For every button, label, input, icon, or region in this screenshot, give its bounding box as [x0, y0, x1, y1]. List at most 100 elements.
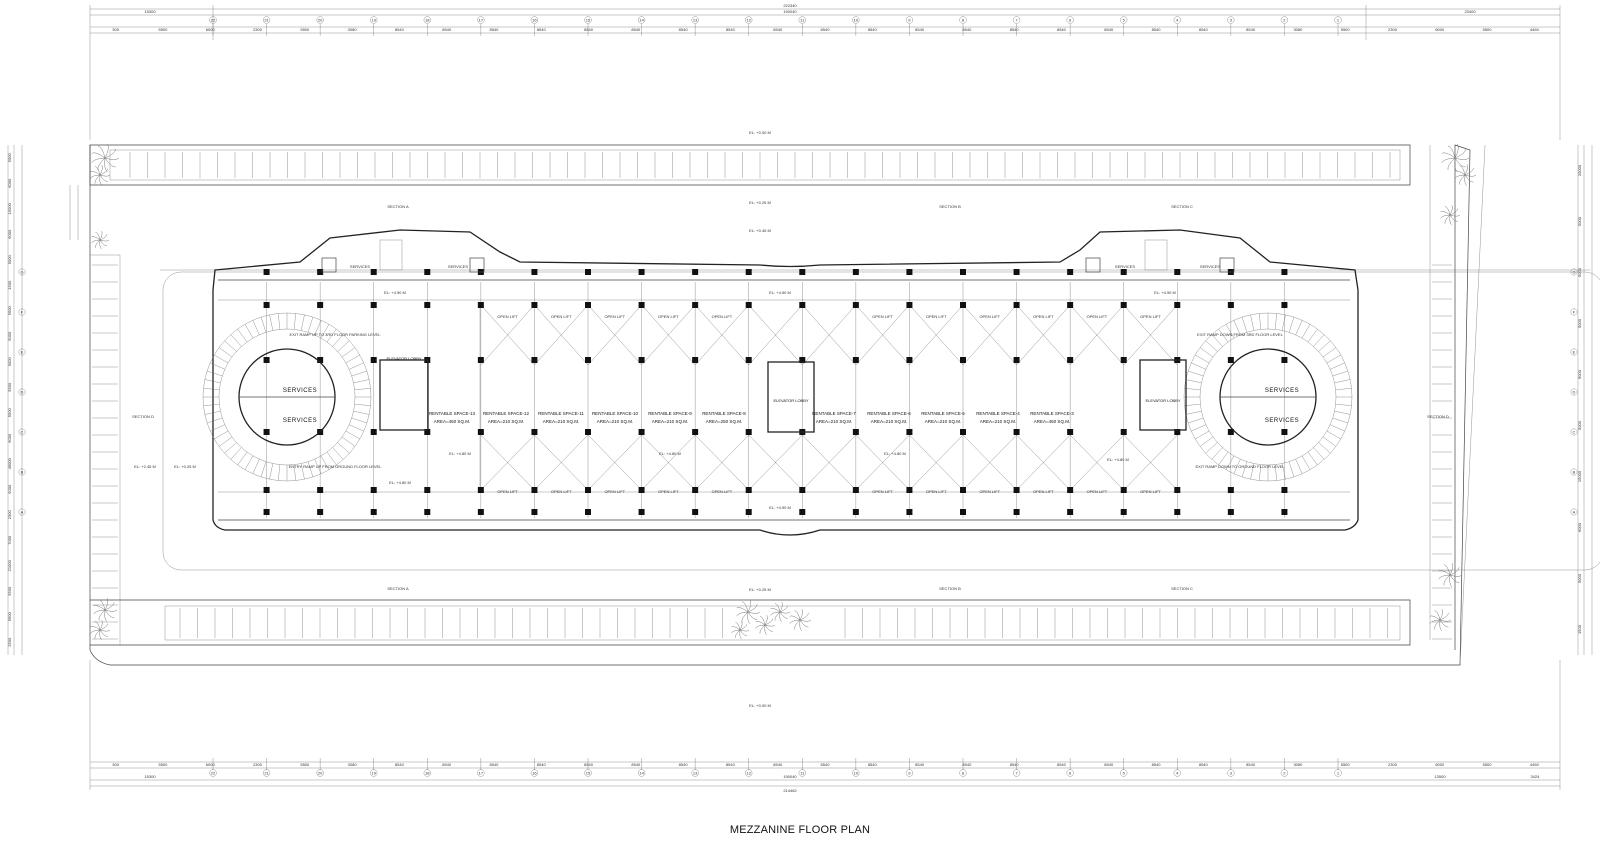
bay-dimension: 2300	[253, 762, 263, 767]
side-dimension: 5500	[7, 408, 12, 418]
row-marker-right: F	[1573, 309, 1576, 314]
bay-dimension: 8540	[726, 762, 736, 767]
bay-marker-bottom: 1	[1337, 770, 1340, 775]
section-d-right: SECTION D	[1427, 414, 1449, 419]
bottom-extra-dim: 3424	[1531, 774, 1541, 779]
open-lift-bottom: OPEN LIFT	[658, 489, 679, 494]
right-dimension-strings: 2000050005000500060005000150006000500015…	[1570, 145, 1593, 655]
bay-marker-bottom: 14	[639, 770, 644, 775]
bay-dimension: 3080	[348, 27, 358, 32]
bay-dimension: 4460	[1530, 27, 1540, 32]
level-mid-left: EL: +4.80 M	[449, 451, 471, 456]
bay-marker-top: 8	[962, 17, 965, 22]
bay-dimension: 8540	[962, 762, 972, 767]
bay-dimension: 8540	[915, 27, 925, 32]
rentable-space-area: AREA=450 SQ.M.	[434, 419, 470, 424]
section-b-bottom: SECTION B	[939, 586, 961, 591]
side-dimension: 5500	[7, 382, 12, 392]
row-marker-right: D	[1573, 389, 1576, 394]
row-marker-left: B	[21, 469, 24, 474]
side-dimension: 15000	[7, 202, 12, 214]
bay-marker-bottom: 11	[800, 770, 805, 775]
bay-marker-bottom: 15	[586, 770, 591, 775]
level-ground-bottom: EL: +0.00 M	[749, 703, 771, 708]
bay-dimension: 2300	[1388, 762, 1398, 767]
services-right-top: SERVICES	[1265, 388, 1299, 394]
side-dimension: 1500	[7, 280, 12, 290]
row-marker-circle	[1570, 428, 1578, 436]
rentable-space-area: AREA=210 SQ.M.	[871, 419, 907, 424]
rentable-space-name: RENTABLE SPACE-8	[702, 411, 746, 416]
open-lift-bottom: OPEN LIFT	[872, 489, 893, 494]
row-marker-left: C	[21, 429, 24, 434]
rentable-space-area: AREA=210 SQ.M.	[543, 419, 579, 424]
bay-dimension: 4460	[1530, 762, 1540, 767]
rentable-space-area: AREA=210 SQ.M.	[980, 419, 1016, 424]
bay-dimension: 8540	[1010, 762, 1020, 767]
bay-marker-circle	[370, 16, 378, 24]
side-dimension: 2300	[7, 510, 12, 520]
bay-dimension: 8540	[773, 27, 783, 32]
bay-marker-circle	[1173, 16, 1181, 24]
bay-marker-top: 4	[1176, 17, 1179, 22]
bay-dimension: 8540	[1199, 27, 1209, 32]
bay-dimension: 5500	[1341, 762, 1351, 767]
open-lift-bottom: OPEN LIFT	[551, 489, 572, 494]
bay-marker-circle	[1334, 16, 1342, 24]
level-ramp-left-2: EL: +0.25 M	[174, 464, 196, 469]
bay-marker-circle	[1012, 16, 1021, 24]
bay-dimension: 300	[112, 27, 119, 32]
ramp-right-down-note: EXIT RAMP DOWN TO GROUND FLOOR LEVEL	[1195, 464, 1285, 469]
rentable-space-area: AREA=210 SQ.M.	[597, 419, 633, 424]
bay-dimension: 8540	[631, 27, 641, 32]
row-marker-left: F	[21, 309, 24, 314]
bay-dimension: 8540	[1104, 762, 1114, 767]
bay-marker-bottom: 12	[746, 770, 751, 775]
side-dimension: 5000	[1577, 573, 1582, 583]
bay-dimension: 6000	[1435, 27, 1445, 32]
level-deck-right: EL: +4.90 M	[1154, 290, 1176, 295]
section-c-top: SECTION C	[1171, 204, 1193, 209]
side-dimension: 5000	[1577, 420, 1582, 430]
rentable-space-name: RENTABLE SPACE-7	[812, 411, 856, 416]
bay-marker-top: 16	[532, 17, 537, 22]
level-ramp-left: EL: +2.45 M	[134, 464, 156, 469]
bay-dimension: 8540	[821, 27, 831, 32]
open-lift-top: OPEN LIFT	[551, 314, 572, 319]
bay-dimension: 8540	[915, 762, 925, 767]
row-marker-circle	[18, 348, 26, 356]
side-dimension: 5000	[7, 153, 12, 163]
bay-marker-circle	[691, 16, 699, 24]
bay-dimension: 8540	[1104, 27, 1114, 32]
side-dimension: 40000	[7, 457, 12, 469]
side-dimension: 5000	[1577, 216, 1582, 226]
bay-dimension: 8540	[868, 27, 878, 32]
bay-dimension: 8540	[679, 762, 689, 767]
plan-labels: EL: +0.00 MEL: +0.00 MEL: +0.25 MEL: +0.…	[132, 130, 1449, 708]
rentable-space-area: AREA=210 SQ.M.	[488, 419, 524, 424]
bay-dimension: 300	[112, 762, 119, 767]
bay-dimension: 8540	[584, 27, 594, 32]
bay-dimension: 6000	[206, 27, 216, 32]
ramp-left-down-note: ENTRY RAMP UP FROM GROUND FLOOR LEVEL	[289, 464, 383, 469]
side-dimension: 1500	[1577, 624, 1582, 634]
rentable-space-name: RENTABLE SPACE-6	[867, 411, 911, 416]
side-dimension: 15000	[1577, 470, 1582, 482]
side-dimension: 5500	[7, 306, 12, 316]
side-dimension: 20000	[1577, 164, 1582, 176]
bay-dimension: 8540	[395, 762, 405, 767]
side-dimension: 6000	[7, 229, 12, 239]
bay-dimension: 8540	[537, 762, 547, 767]
bay-dimension: 8540	[631, 762, 641, 767]
bay-dimension: 8540	[821, 762, 831, 767]
elevator-lobby-left: ELEVATOR LOBBY	[386, 356, 421, 361]
bay-marker-bottom: 19	[371, 770, 376, 775]
services-top-right: SERVICES	[1115, 264, 1135, 269]
open-lift-top: OPEN LIFT	[604, 314, 625, 319]
bay-dimension: 6000	[1435, 762, 1445, 767]
